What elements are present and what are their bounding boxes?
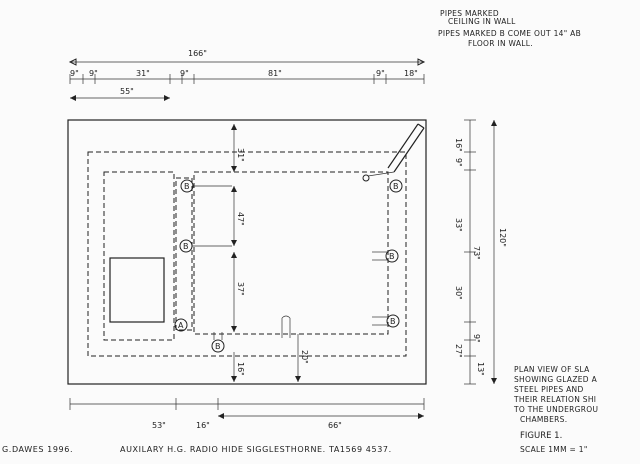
pipe-1-label: B — [184, 182, 190, 191]
figure-label: FIGURE 1. — [520, 431, 562, 441]
pipe-5: B — [389, 179, 403, 193]
dim-r73: 73" — [472, 246, 481, 260]
caption-line-3: STEEL PIPES AND — [514, 385, 584, 394]
caption-line-2: SHOWING GLAZED A — [514, 375, 598, 384]
dim-55: 55" — [70, 87, 170, 101]
inner-vertical-dims: 31" 47" 37" 16" 20" — [231, 124, 309, 382]
vent-pipe — [362, 123, 425, 182]
hatch-rectangle — [109, 257, 165, 323]
dim-b53: 53" — [152, 421, 166, 430]
dim-r120: 120" — [498, 228, 507, 247]
pipe-6: B — [385, 249, 399, 263]
pipe-3: A — [174, 318, 188, 332]
note-line-4: FLOOR IN WALL. — [468, 39, 533, 48]
dim-v20: 20" — [300, 350, 309, 364]
dim-81: 81" — [268, 69, 282, 78]
main-chamber-outline — [193, 171, 389, 335]
dim-r9a: 9" — [454, 158, 463, 167]
caption-line-5: TO THE UNDERGROU — [513, 405, 598, 414]
dim-55-text: 55" — [120, 87, 134, 96]
pipe-4: B — [211, 339, 225, 353]
note-line-3: PIPES MARKED B COME OUT 14" AB — [438, 29, 581, 38]
dim-r9b: 9" — [472, 334, 481, 343]
dim-r27: 27" — [454, 344, 463, 358]
dim-v31: 31" — [236, 148, 245, 162]
dim-v47: 47" — [236, 212, 245, 226]
dim-overall-top: 166" — [68, 49, 426, 66]
dim-r13: 13" — [476, 362, 485, 376]
bottom-dims: 53" 16" 66" — [69, 398, 425, 430]
dim-b66: 66" — [328, 421, 342, 430]
dim-9d: 9" — [376, 69, 385, 78]
partition-outline — [175, 177, 193, 331]
pipe-7: B — [386, 314, 400, 328]
outer-chamber-outline — [87, 151, 407, 357]
dim-9b: 9" — [89, 69, 98, 78]
author-date: G.DAWES 1996. — [2, 445, 73, 454]
note-line-1: PIPES MARKED — [440, 9, 499, 18]
pipe-7-label: B — [390, 317, 396, 326]
dim-top-segments: 9" 9" 31" 9" 81" 9" 18" — [69, 69, 425, 84]
dim-r30: 30" — [454, 286, 463, 300]
pipe-1: B — [180, 179, 194, 193]
slab-outline — [67, 119, 427, 385]
site-title: AUXILARY H.G. RADIO HIDE SIGGLESTHORNE. … — [120, 445, 392, 454]
right-vertical-dims: 16" 9" 33" 73" 120" 30" 9" 27" 13" — [454, 119, 507, 385]
pipe-2: B — [179, 239, 193, 253]
caption-line-1: PLAN VIEW OF SLA — [514, 365, 590, 374]
pipe-6-label: B — [389, 252, 395, 261]
pipe-3-label: A — [178, 321, 184, 330]
dim-18: 18" — [404, 69, 418, 78]
caption-line-4: THEIR RELATION SHI — [513, 395, 596, 404]
dim-31: 31" — [136, 69, 150, 78]
dim-r16: 16" — [454, 138, 463, 152]
scale-label: SCALE 1MM = 1" — [520, 445, 588, 454]
dim-9a: 9" — [70, 69, 79, 78]
dim-r33: 33" — [454, 218, 463, 232]
pipe-4-label: B — [215, 342, 221, 351]
note-line-2: CEILING IN WALL — [448, 17, 516, 26]
dim-9c: 9" — [180, 69, 189, 78]
dim-b16: 16" — [196, 421, 210, 430]
dim-v37: 37" — [236, 282, 245, 296]
dim-166: 166" — [188, 49, 207, 58]
left-chamber-outline — [103, 171, 175, 341]
pipe-5-label: B — [393, 182, 399, 191]
pipe-2-label: B — [183, 242, 189, 251]
caption-block: PLAN VIEW OF SLA SHOWING GLAZED A STEEL … — [513, 365, 598, 454]
caption-line-6: CHAMBERS. — [520, 415, 567, 424]
dim-v16: 16" — [236, 362, 245, 376]
